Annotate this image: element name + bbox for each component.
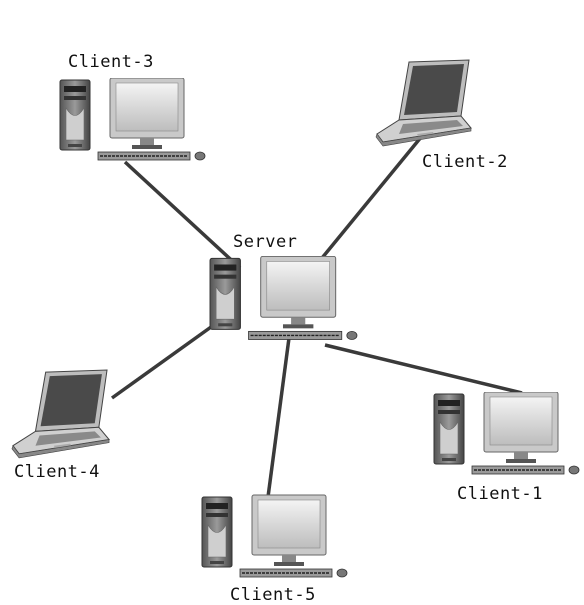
link-server-client5 <box>266 337 291 498</box>
client4-label: Client-4 <box>14 462 100 482</box>
server-label: Server <box>233 232 298 252</box>
client5-desktop-icon <box>201 494 348 578</box>
client4-laptop-icon <box>11 369 110 459</box>
client1-label: Client-1 <box>457 484 543 504</box>
client2-laptop-icon <box>375 59 472 147</box>
link-server-client1 <box>324 343 523 395</box>
client2-label: Client-2 <box>422 152 508 172</box>
client3-desktop-icon <box>59 78 206 161</box>
links <box>110 134 523 498</box>
link-server-client2 <box>320 134 424 260</box>
client1-desktop-icon <box>433 392 580 475</box>
link-server-client3 <box>123 160 242 270</box>
client5-label: Client-5 <box>230 585 316 605</box>
server-desktop-icon <box>209 256 358 341</box>
link-server-client4 <box>110 320 220 400</box>
client3-label: Client-3 <box>68 52 154 72</box>
